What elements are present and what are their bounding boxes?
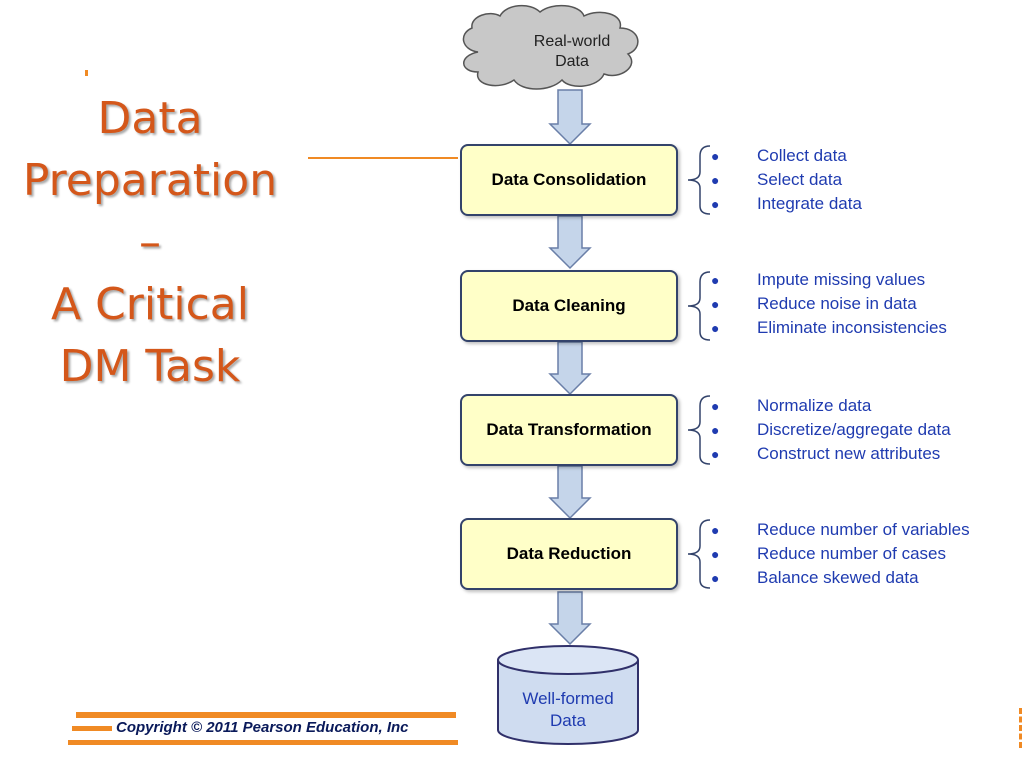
footer-bar-top bbox=[76, 712, 456, 718]
brace-4 bbox=[687, 519, 711, 589]
source-label: Real-world Data bbox=[512, 32, 632, 72]
output-label-line2: Data bbox=[550, 711, 586, 730]
title-line-2: Preparation bbox=[22, 155, 278, 206]
list-item: ●Reduce number of variables bbox=[705, 518, 1020, 542]
copyright-text: Copyright © 2011 Pearson Education, Inc bbox=[116, 719, 409, 736]
reduction-bullets: ●Reduce number of variables ●Reduce numb… bbox=[705, 518, 1020, 590]
cloud-shape bbox=[462, 4, 639, 90]
list-item: ●Impute missing values bbox=[705, 268, 1020, 292]
list-item: ●Select data bbox=[705, 168, 1020, 192]
step-data-transformation: Data Transformation bbox=[460, 394, 678, 466]
step-data-reduction: Data Reduction bbox=[460, 518, 678, 590]
list-item: ●Normalize data bbox=[705, 394, 1020, 418]
bullet-icon: ● bbox=[711, 446, 720, 462]
database-cylinder bbox=[497, 645, 639, 745]
step-data-cleaning: Data Cleaning bbox=[460, 270, 678, 342]
title-connector-line bbox=[308, 157, 458, 159]
arrow-down-3 bbox=[548, 341, 592, 396]
footer-bar-bottom bbox=[68, 740, 458, 745]
list-item: ●Discretize/aggregate data bbox=[705, 418, 1020, 442]
slide-title: Data Preparation – A Critical DM Task bbox=[0, 88, 300, 398]
footer-bar-small bbox=[72, 726, 112, 731]
consolidation-bullets: ●Collect data ●Select data ●Integrate da… bbox=[705, 144, 1020, 216]
title-line-1: Data bbox=[97, 93, 203, 144]
braces bbox=[687, 145, 711, 589]
bullet-icon: ● bbox=[711, 296, 720, 312]
list-item: ●Construct new attributes bbox=[705, 442, 1020, 466]
title-line-5: DM Task bbox=[59, 341, 241, 392]
source-label-line1: Real-world bbox=[533, 33, 611, 50]
transformation-bullets: ●Normalize data ●Discretize/aggregate da… bbox=[705, 394, 1020, 466]
cleaning-bullets: ●Impute missing values ●Reduce noise in … bbox=[705, 268, 1020, 340]
brace-3 bbox=[687, 395, 711, 465]
bullet-icon: ● bbox=[711, 148, 720, 164]
list-item: ●Integrate data bbox=[705, 192, 1020, 216]
bullet-icon: ● bbox=[711, 522, 720, 538]
arrow-down-1 bbox=[548, 89, 592, 146]
bullet-icon: ● bbox=[711, 272, 720, 288]
title-line-3: – bbox=[139, 217, 161, 268]
arrow-down-4 bbox=[548, 465, 592, 520]
bullet-icon: ● bbox=[711, 398, 720, 414]
bullet-icon: ● bbox=[711, 196, 720, 212]
brace-2 bbox=[687, 271, 711, 341]
footer-right-marks bbox=[1019, 708, 1024, 748]
bullet-icon: ● bbox=[711, 570, 720, 586]
list-item: ●Reduce number of cases bbox=[705, 542, 1020, 566]
bullet-icon: ● bbox=[711, 320, 720, 336]
bullet-icon: ● bbox=[711, 422, 720, 438]
arrow-down-2 bbox=[548, 215, 592, 270]
bullet-icon: ● bbox=[711, 546, 720, 562]
source-label-line2: Data bbox=[555, 53, 589, 70]
title-accent-mark bbox=[85, 70, 88, 76]
brace-1 bbox=[687, 145, 711, 215]
title-line-4: A Critical bbox=[51, 279, 249, 330]
bullet-icon: ● bbox=[711, 172, 720, 188]
list-item: ●Collect data bbox=[705, 144, 1020, 168]
output-label-line1: Well-formed bbox=[522, 689, 614, 708]
list-item: ●Reduce noise in data bbox=[705, 292, 1020, 316]
arrow-down-5 bbox=[548, 591, 592, 646]
list-item: ●Balance skewed data bbox=[705, 566, 1020, 590]
output-label: Well-formed Data bbox=[498, 688, 638, 732]
step-data-consolidation: Data Consolidation bbox=[460, 144, 678, 216]
list-item: ●Eliminate inconsistencies bbox=[705, 316, 1020, 340]
